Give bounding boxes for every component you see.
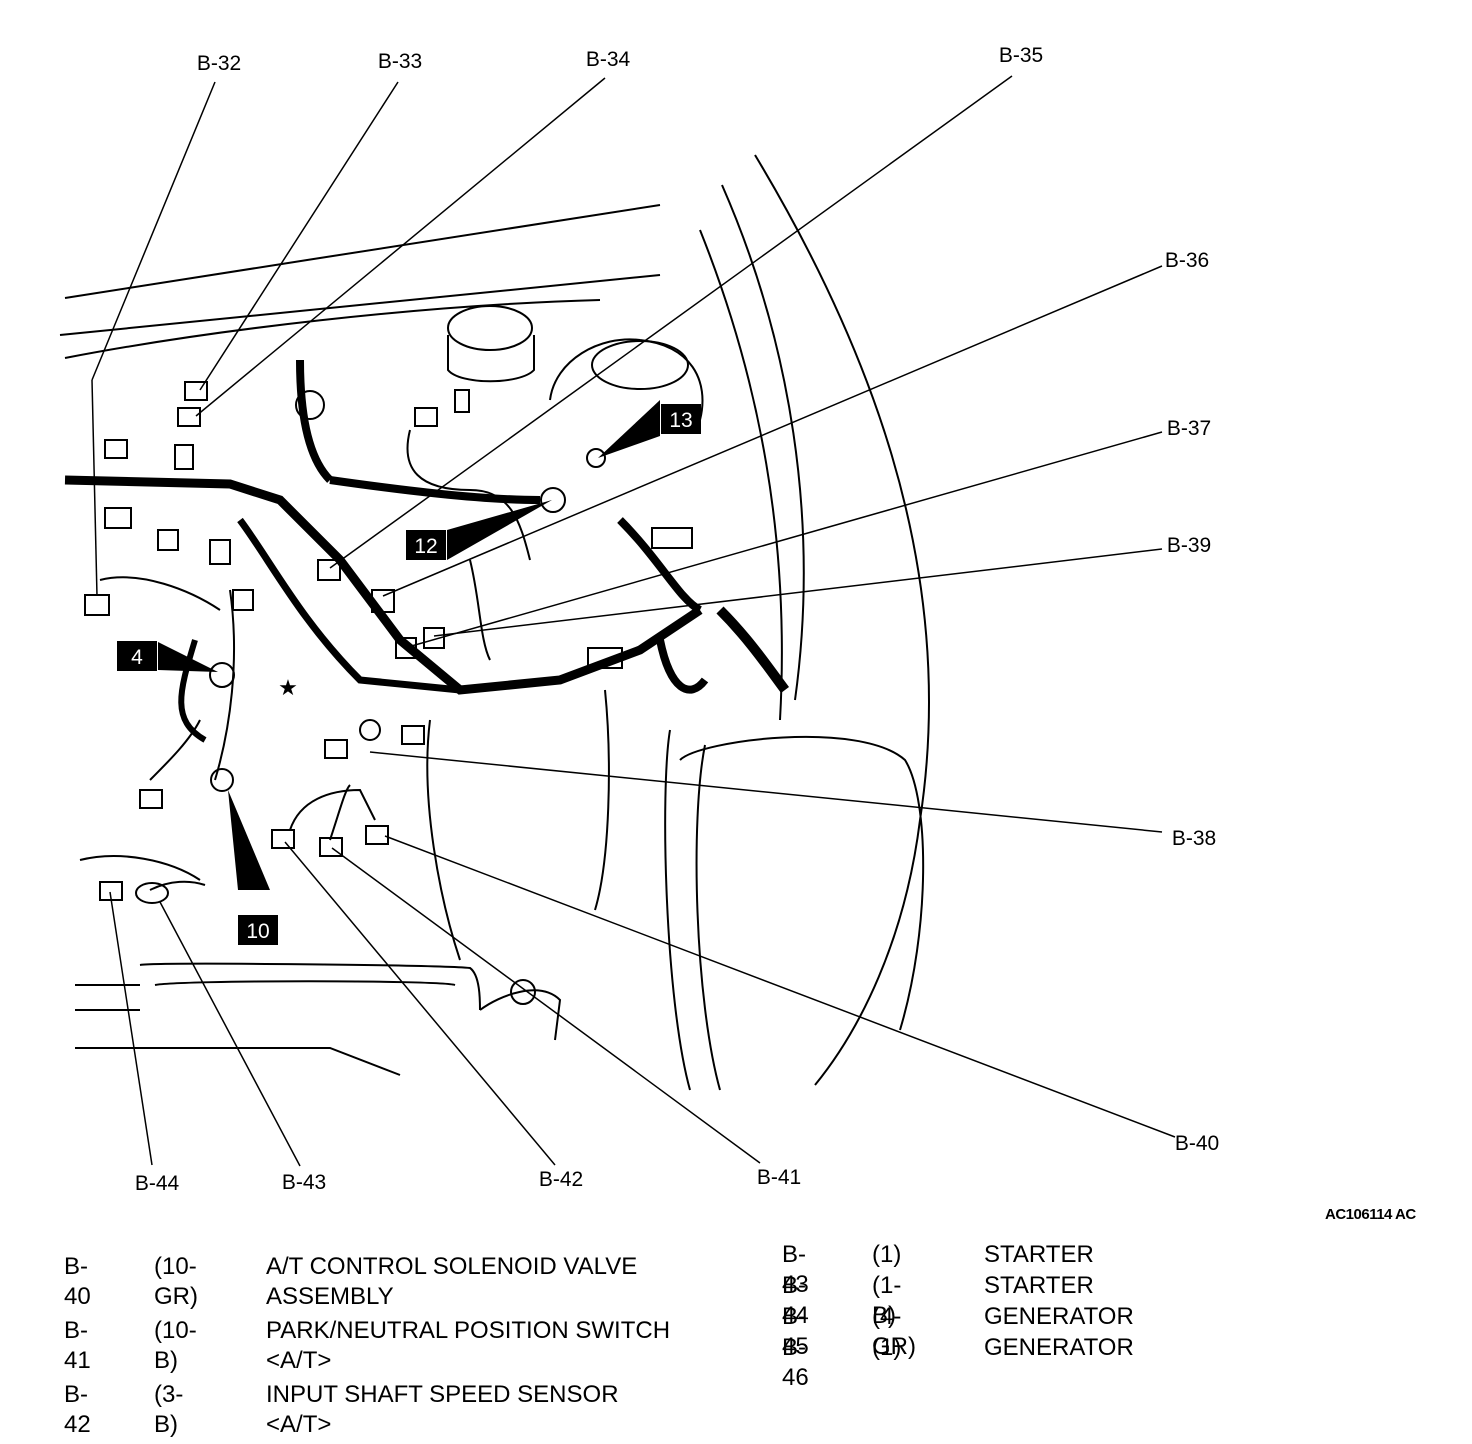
ground-badge-12: 12 bbox=[406, 530, 446, 560]
legend-desc: STARTER bbox=[984, 1241, 1094, 1268]
callout-b36: B-36 bbox=[1165, 249, 1209, 272]
svg-text:10: 10 bbox=[246, 920, 269, 943]
legend-spec: (10-GR) bbox=[154, 1253, 198, 1310]
callout-b34: B-34 bbox=[586, 48, 631, 71]
callout-b35: B-35 bbox=[999, 44, 1043, 67]
svg-text:13: 13 bbox=[669, 409, 692, 432]
callout-b42: B-42 bbox=[539, 1168, 583, 1191]
svg-text:12: 12 bbox=[414, 535, 437, 558]
legend-desc: PARK/NEUTRAL POSITION SWITCH <A/T> bbox=[266, 1316, 670, 1376]
legend-desc-line2: ASSEMBLY bbox=[266, 1283, 394, 1310]
legend-code: B-46 bbox=[782, 1334, 809, 1391]
legend-code: B-42 bbox=[64, 1381, 91, 1438]
legend-desc-line2: <A/T> bbox=[266, 1411, 332, 1438]
legend-desc-line1: A/T CONTROL SOLENOID VALVE bbox=[266, 1253, 638, 1280]
ground-badge-4: 4 bbox=[117, 641, 157, 671]
legend-spec: (1) bbox=[872, 1241, 902, 1268]
engine-outline bbox=[59, 154, 930, 1091]
legend-code: B-40 bbox=[64, 1253, 91, 1310]
legend-code: B-43 bbox=[782, 1241, 809, 1298]
legend-code: B-45 bbox=[782, 1303, 809, 1360]
ground-badge-10: 10 bbox=[238, 915, 278, 945]
callout-b39: B-39 bbox=[1167, 534, 1211, 557]
legend-desc-line1: PARK/NEUTRAL POSITION SWITCH bbox=[266, 1317, 671, 1344]
legend-spec: (1) bbox=[872, 1334, 902, 1361]
connector-shapes bbox=[84, 381, 693, 901]
legend-spec: (10-B) bbox=[154, 1317, 197, 1374]
legend-desc: GENERATOR bbox=[984, 1334, 1134, 1361]
legend-spec: (4-GR) bbox=[872, 1303, 916, 1360]
callout-b43: B-43 bbox=[282, 1171, 326, 1194]
legend-spec: (1-B) bbox=[872, 1272, 902, 1329]
callout-b40: B-40 bbox=[1175, 1132, 1219, 1155]
legend-code: B-41 bbox=[64, 1317, 91, 1374]
legend-desc-line1: INPUT SHAFT SPEED SENSOR bbox=[266, 1381, 619, 1408]
legend-desc-line2: <A/T> bbox=[266, 1347, 332, 1374]
legend-desc: STARTER bbox=[984, 1272, 1094, 1299]
callout-b44: B-44 bbox=[135, 1172, 180, 1195]
legend-desc: INPUT SHAFT SPEED SENSOR <A/T> bbox=[266, 1380, 619, 1440]
ground-pointers bbox=[158, 400, 660, 890]
leader-lines bbox=[91, 75, 1176, 1167]
legend-desc: A/T CONTROL SOLENOID VALVE ASSEMBLY bbox=[266, 1252, 637, 1312]
callout-b32: B-32 bbox=[197, 52, 241, 75]
callout-b38: B-38 bbox=[1172, 827, 1216, 850]
callout-b41: B-41 bbox=[757, 1166, 801, 1189]
legend-desc: GENERATOR bbox=[984, 1303, 1134, 1330]
legend-code: B-44 bbox=[782, 1272, 809, 1329]
figure-id: AC106114 AC bbox=[1325, 1206, 1416, 1223]
ground-badge-13: 13 bbox=[661, 404, 701, 434]
star-mark-icon: ★ bbox=[278, 676, 298, 701]
svg-text:4: 4 bbox=[131, 646, 143, 669]
legend-spec: (3-B) bbox=[154, 1381, 184, 1438]
callout-b37: B-37 bbox=[1167, 417, 1211, 440]
callout-b33: B-33 bbox=[378, 50, 422, 73]
